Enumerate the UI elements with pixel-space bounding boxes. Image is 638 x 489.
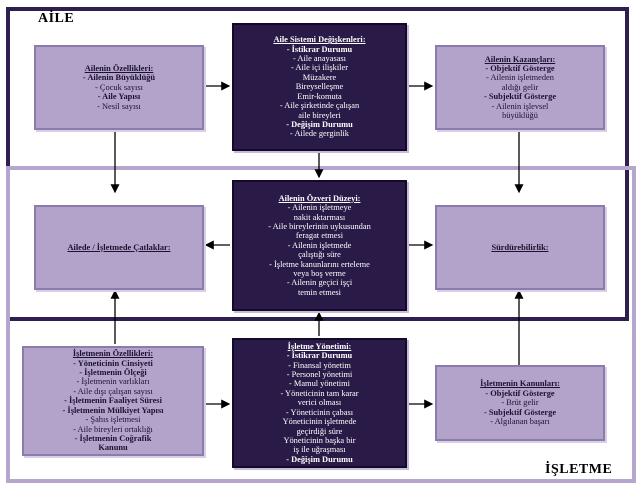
box-item-line: - Ailede gerginlik: [290, 129, 349, 139]
box-item-line: - Ailenin işletmeden: [486, 73, 554, 83]
box-heading-line: - Değişim Durumu: [286, 454, 353, 464]
box-heading-line: - Subjektif Gösterge: [483, 92, 557, 102]
box-item-line: Yöneticinin işletmede: [282, 417, 357, 427]
aile-sistemi-box: Aile Sistemi Değişkenleri:- İstikrar Dur…: [232, 23, 407, 151]
aile-kazanclari-box: Ailenin Kazançları:- Objektif Gösterge- …: [435, 45, 605, 130]
box-item-line: - Ailenin işlevsel: [491, 101, 549, 111]
box-item-line: - Algılanan başarı: [490, 417, 550, 427]
box-heading-line: - İşletmenin Ölçeği: [79, 368, 147, 378]
box-heading-line: - Ailenin Büyüklüğü: [82, 73, 156, 83]
box-heading-line: - Değişim Durumu: [286, 119, 353, 129]
box-title: Aile Sistemi Değişkenleri:: [273, 35, 366, 45]
box-heading-line: - Aile Yapısı: [97, 92, 141, 102]
box-item-line: iş ile uğraşması: [293, 445, 346, 455]
aile-ozellikleri-box: Ailenin Özellikleri:- Ailenin Büyüklüğü-…: [34, 45, 204, 130]
surdurulebilirlik-box: Sürdürebilirlik:: [435, 205, 605, 290]
isletme-ozellikleri-box: İşletmenin Özellikleri:- Yöneticinin Cin…: [22, 346, 204, 456]
box-heading-line: - İşletmenin Faaliyet Süresi: [64, 396, 162, 406]
box-item-line: - Aile şirketinde çalışan: [279, 101, 360, 111]
aile-frame-label: AİLE: [38, 11, 75, 26]
box-item-line: Emir-komuta: [297, 91, 342, 101]
box-item-line: - Finansal yönetim: [288, 360, 351, 370]
box-item-line: feragat etmesi: [295, 231, 344, 241]
box-heading-line: - Subjektif Gösterge: [483, 407, 557, 417]
box-item-line: nakit aktarması: [293, 212, 346, 222]
box-item-line: - Aile içi ilişkiler: [291, 63, 348, 73]
isletme-frame: [6, 166, 636, 483]
box-title: Ailenin Özveri Düzeyi:: [278, 193, 361, 203]
box-item-line: - İşletmenin varlıkları: [76, 377, 150, 387]
box-title: İşletmenin Kanunları:: [480, 379, 560, 389]
box-item-line: çalıştığı süre: [298, 250, 341, 260]
box-item-line: - Aile anayasası: [292, 54, 347, 64]
ozveri-box: Ailenin Özveri Düzeyi:- Ailenin işletmey…: [232, 180, 407, 311]
box-item-line: - Şahıs işletmesi: [85, 415, 141, 425]
box-title: Ailenin Kazançları:: [484, 54, 556, 64]
box-item-line: - Yöneticinin tam karar: [280, 388, 359, 398]
box-item-line: - Çocuk sayısı: [95, 82, 143, 92]
box-item-line: Bireyselleşme: [295, 82, 344, 92]
box-heading-line: - İstikrar Durumu: [286, 351, 353, 361]
box-item-line: - Mamul yönetimi: [289, 379, 350, 389]
surdurulebilirlik-title: Sürdürebilirlik:: [491, 242, 549, 252]
box-heading-line: - Yöneticinin Cinsiyeti: [73, 358, 153, 368]
box-item-line: - Aile bireyleri ortaklığı: [73, 424, 153, 434]
catlaklar-title: Ailede / İşletmede Çatlaklar:: [67, 242, 171, 252]
box-item-line: - Ailenin işletmede: [287, 240, 352, 250]
box-item-line: verici olması: [297, 398, 342, 408]
box-item-line: - Ailenin işletmeye: [287, 203, 352, 213]
box-item-line: - Nesil sayısı: [97, 101, 141, 111]
box-heading-line: Kanunu: [98, 443, 128, 453]
box-title: Ailenin Özellikleri:: [84, 63, 154, 73]
isletme-yonetimi-box: İşletme Yönetimi:- İstikrar Durumu- Fina…: [232, 338, 407, 468]
box-item-line: temin etmesi: [297, 287, 342, 297]
box-item-line: geçirdiği süre: [296, 426, 343, 436]
isletme-kanunlari-box: İşletmenin Kanunları:- Objektif Gösterge…: [435, 365, 605, 441]
box-title: İşletme Yönetimi:: [287, 341, 352, 351]
box-heading-line: - Objektif Gösterge: [485, 388, 555, 398]
box-item-line: - Aile dışı çalışan sayısı: [73, 386, 153, 396]
box-heading-line: - İstikrar Durumu: [286, 44, 353, 54]
box-heading-line: - İşletmenin Coğrafik: [74, 433, 152, 443]
box-item-line: Yöneticinin başka bir: [283, 435, 356, 445]
box-item-line: - Aile bireylerinin uykusundan: [268, 221, 371, 231]
box-title: İşletmenin Özellikleri:: [72, 349, 154, 359]
box-item-line: veya boş verme: [293, 269, 346, 279]
box-heading-line: - İşletmenin Mülkiyet Yapısı: [62, 405, 164, 415]
catlaklar-box: Ailede / İşletmede Çatlaklar:: [34, 205, 204, 290]
box-item-line: - Yöneticinin çabası: [285, 407, 354, 417]
box-item-line: Müzakere: [302, 72, 337, 82]
box-item-line: - Brüt gelir: [501, 398, 539, 408]
isletme-frame-label: İŞLETME: [545, 462, 613, 477]
box-item-line: büyüklüğü: [502, 111, 538, 121]
box-heading-line: - Objektif Gösterge: [485, 63, 555, 73]
box-item-line: - Ailenin geçici işçi: [286, 278, 353, 288]
box-item-line: aldığı gelir: [501, 82, 539, 92]
box-item-line: - İşletme kanunlarını erteleme: [269, 259, 370, 269]
box-item-line: aile bireyleri: [298, 110, 341, 120]
box-item-line: - Personel yönetimi: [286, 370, 353, 380]
